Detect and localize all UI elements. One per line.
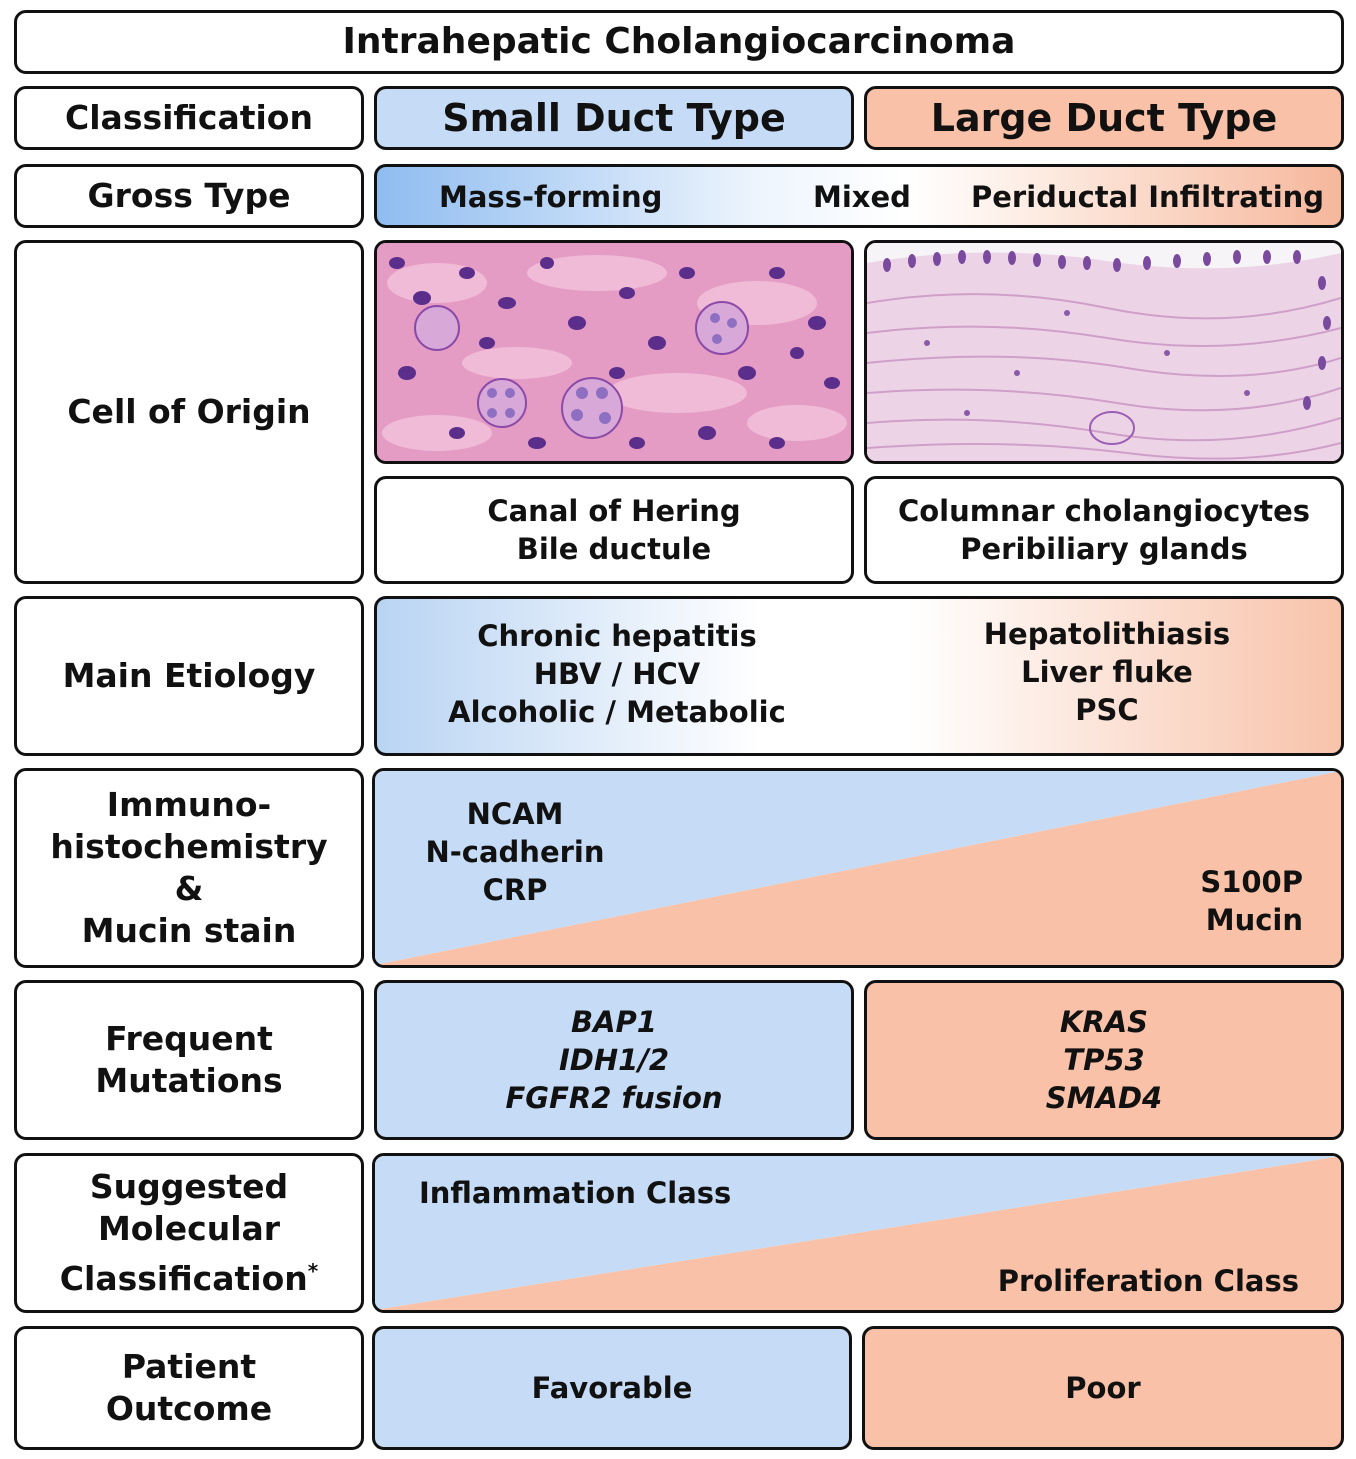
row-label-gross-type: Gross Type bbox=[14, 164, 364, 228]
small-outcome-box: Favorable bbox=[372, 1326, 852, 1450]
small-mutation-2: IDH1/2 bbox=[558, 1043, 670, 1077]
small-duct-origin-box: Canal of Hering Bile ductule bbox=[374, 476, 854, 584]
small-etiology-3: Alcoholic / Metabolic bbox=[448, 695, 786, 729]
large-origin-line-1: Columnar cholangiocytes bbox=[897, 494, 1311, 528]
small-ihc-list: NCAM N-cadherin CRP bbox=[415, 795, 615, 909]
large-mutations-box: KRAS TP53 SMAD4 bbox=[864, 980, 1344, 1140]
small-etiology-1: Chronic hepatitis bbox=[477, 619, 757, 653]
small-mutation-3: FGFR2 fusion bbox=[505, 1081, 723, 1115]
molecular-label-line-1: Suggested bbox=[89, 1167, 289, 1206]
small-ihc-1: NCAM bbox=[466, 797, 564, 831]
outcome-label-line-1: Patient bbox=[121, 1347, 257, 1386]
ihc-label-line-1: Immuno- bbox=[106, 785, 272, 824]
ihc-label-line-4: Mucin stain bbox=[81, 911, 297, 950]
small-origin-line-2: Bile ductule bbox=[516, 532, 712, 566]
large-duct-origin-box: Columnar cholangiocytes Peribiliary glan… bbox=[864, 476, 1344, 584]
row-label-ihc: Immuno- histochemistry & Mucin stain bbox=[14, 768, 364, 968]
large-ihc-1: S100P bbox=[1200, 865, 1303, 899]
title-box: Intrahepatic Cholangiocarcinoma bbox=[14, 10, 1344, 74]
large-duct-histology-svg bbox=[867, 243, 1341, 461]
molecular-diagonal-split bbox=[375, 1156, 1341, 1310]
footnote-asterisk: * bbox=[307, 1259, 319, 1283]
page-title: Intrahepatic Cholangiocarcinoma bbox=[342, 21, 1016, 62]
ihc-label-line-2: histochemistry bbox=[50, 827, 328, 866]
small-etiology-list: Chronic hepatitis HBV / HCV Alcoholic / … bbox=[417, 617, 817, 731]
favorable-outcome: Favorable bbox=[531, 1371, 693, 1405]
large-etiology-3: PSC bbox=[1075, 693, 1139, 727]
small-ihc-3: CRP bbox=[482, 873, 548, 907]
large-ihc-list: S100P Mucin bbox=[1200, 863, 1303, 939]
molecular-label-line-3-text: Classification bbox=[59, 1259, 308, 1298]
large-duct-type-header: Large Duct Type bbox=[864, 86, 1344, 150]
gross-mass-forming: Mass-forming bbox=[439, 180, 663, 214]
ihc-diagonal-box: NCAM N-cadherin CRP S100P Mucin bbox=[372, 768, 1344, 968]
small-duct-histology-image bbox=[374, 240, 854, 464]
small-ihc-2: N-cadherin bbox=[425, 835, 605, 869]
gross-periductal-infiltrating: Periductal Infiltrating bbox=[971, 180, 1325, 214]
small-mutations-box: BAP1 IDH1/2 FGFR2 fusion bbox=[374, 980, 854, 1140]
poor-outcome: Poor bbox=[1065, 1371, 1141, 1405]
small-duct-histology-svg bbox=[377, 243, 851, 461]
mutations-label-line-1: Frequent bbox=[105, 1019, 273, 1058]
row-label-mutations: Frequent Mutations bbox=[14, 980, 364, 1140]
cell-of-origin-label: Cell of Origin bbox=[67, 392, 311, 431]
etiology-gradient-box: Chronic hepatitis HBV / HCV Alcoholic / … bbox=[374, 596, 1344, 756]
large-etiology-2: Liver fluke bbox=[1021, 655, 1193, 689]
large-duct-histology-image bbox=[864, 240, 1344, 464]
small-origin-line-1: Canal of Hering bbox=[487, 494, 741, 528]
small-etiology-2: HBV / HCV bbox=[533, 657, 701, 691]
classification-label: Classification bbox=[65, 98, 313, 137]
ihc-diagonal-split bbox=[375, 771, 1341, 965]
large-outcome-box: Poor bbox=[862, 1326, 1344, 1450]
mutations-label-line-2: Mutations bbox=[95, 1061, 283, 1100]
large-origin-line-2: Peribiliary glands bbox=[960, 532, 1248, 566]
main-etiology-label: Main Etiology bbox=[62, 656, 316, 695]
molecular-label-line-2: Molecular bbox=[97, 1209, 281, 1248]
large-etiology-list: Hepatolithiasis Liver fluke PSC bbox=[907, 615, 1307, 729]
small-duct-type-header: Small Duct Type bbox=[374, 86, 854, 150]
row-label-molecular: Suggested Molecular Classification* bbox=[14, 1153, 364, 1313]
large-etiology-1: Hepatolithiasis bbox=[983, 617, 1231, 651]
row-label-classification: Classification bbox=[14, 86, 364, 150]
outcome-label-line-2: Outcome bbox=[105, 1389, 273, 1428]
small-mutation-1: BAP1 bbox=[571, 1005, 657, 1039]
molecular-diagonal-box: Inflammation Class Proliferation Class bbox=[372, 1153, 1344, 1313]
large-duct-type-label: Large Duct Type bbox=[930, 96, 1278, 140]
gross-type-label: Gross Type bbox=[87, 176, 291, 215]
large-mutation-2: TP53 bbox=[1063, 1043, 1145, 1077]
gross-type-gradient-bar: Mass-forming Mixed Periductal Infiltrati… bbox=[374, 164, 1344, 228]
inflammation-class: Inflammation Class bbox=[419, 1176, 732, 1210]
large-ihc-2: Mucin bbox=[1205, 903, 1303, 937]
row-label-outcome: Patient Outcome bbox=[14, 1326, 364, 1450]
gross-mixed: Mixed bbox=[813, 180, 911, 214]
large-mutation-1: KRAS bbox=[1059, 1005, 1149, 1039]
row-label-cell-of-origin: Cell of Origin bbox=[14, 240, 364, 584]
molecular-label-line-3: Classification* bbox=[60, 1250, 318, 1300]
proliferation-class: Proliferation Class bbox=[997, 1264, 1299, 1298]
small-duct-type-label: Small Duct Type bbox=[442, 96, 786, 140]
row-label-main-etiology: Main Etiology bbox=[14, 596, 364, 756]
ihc-label-line-3: & bbox=[174, 869, 204, 908]
large-mutation-3: SMAD4 bbox=[1045, 1081, 1163, 1115]
